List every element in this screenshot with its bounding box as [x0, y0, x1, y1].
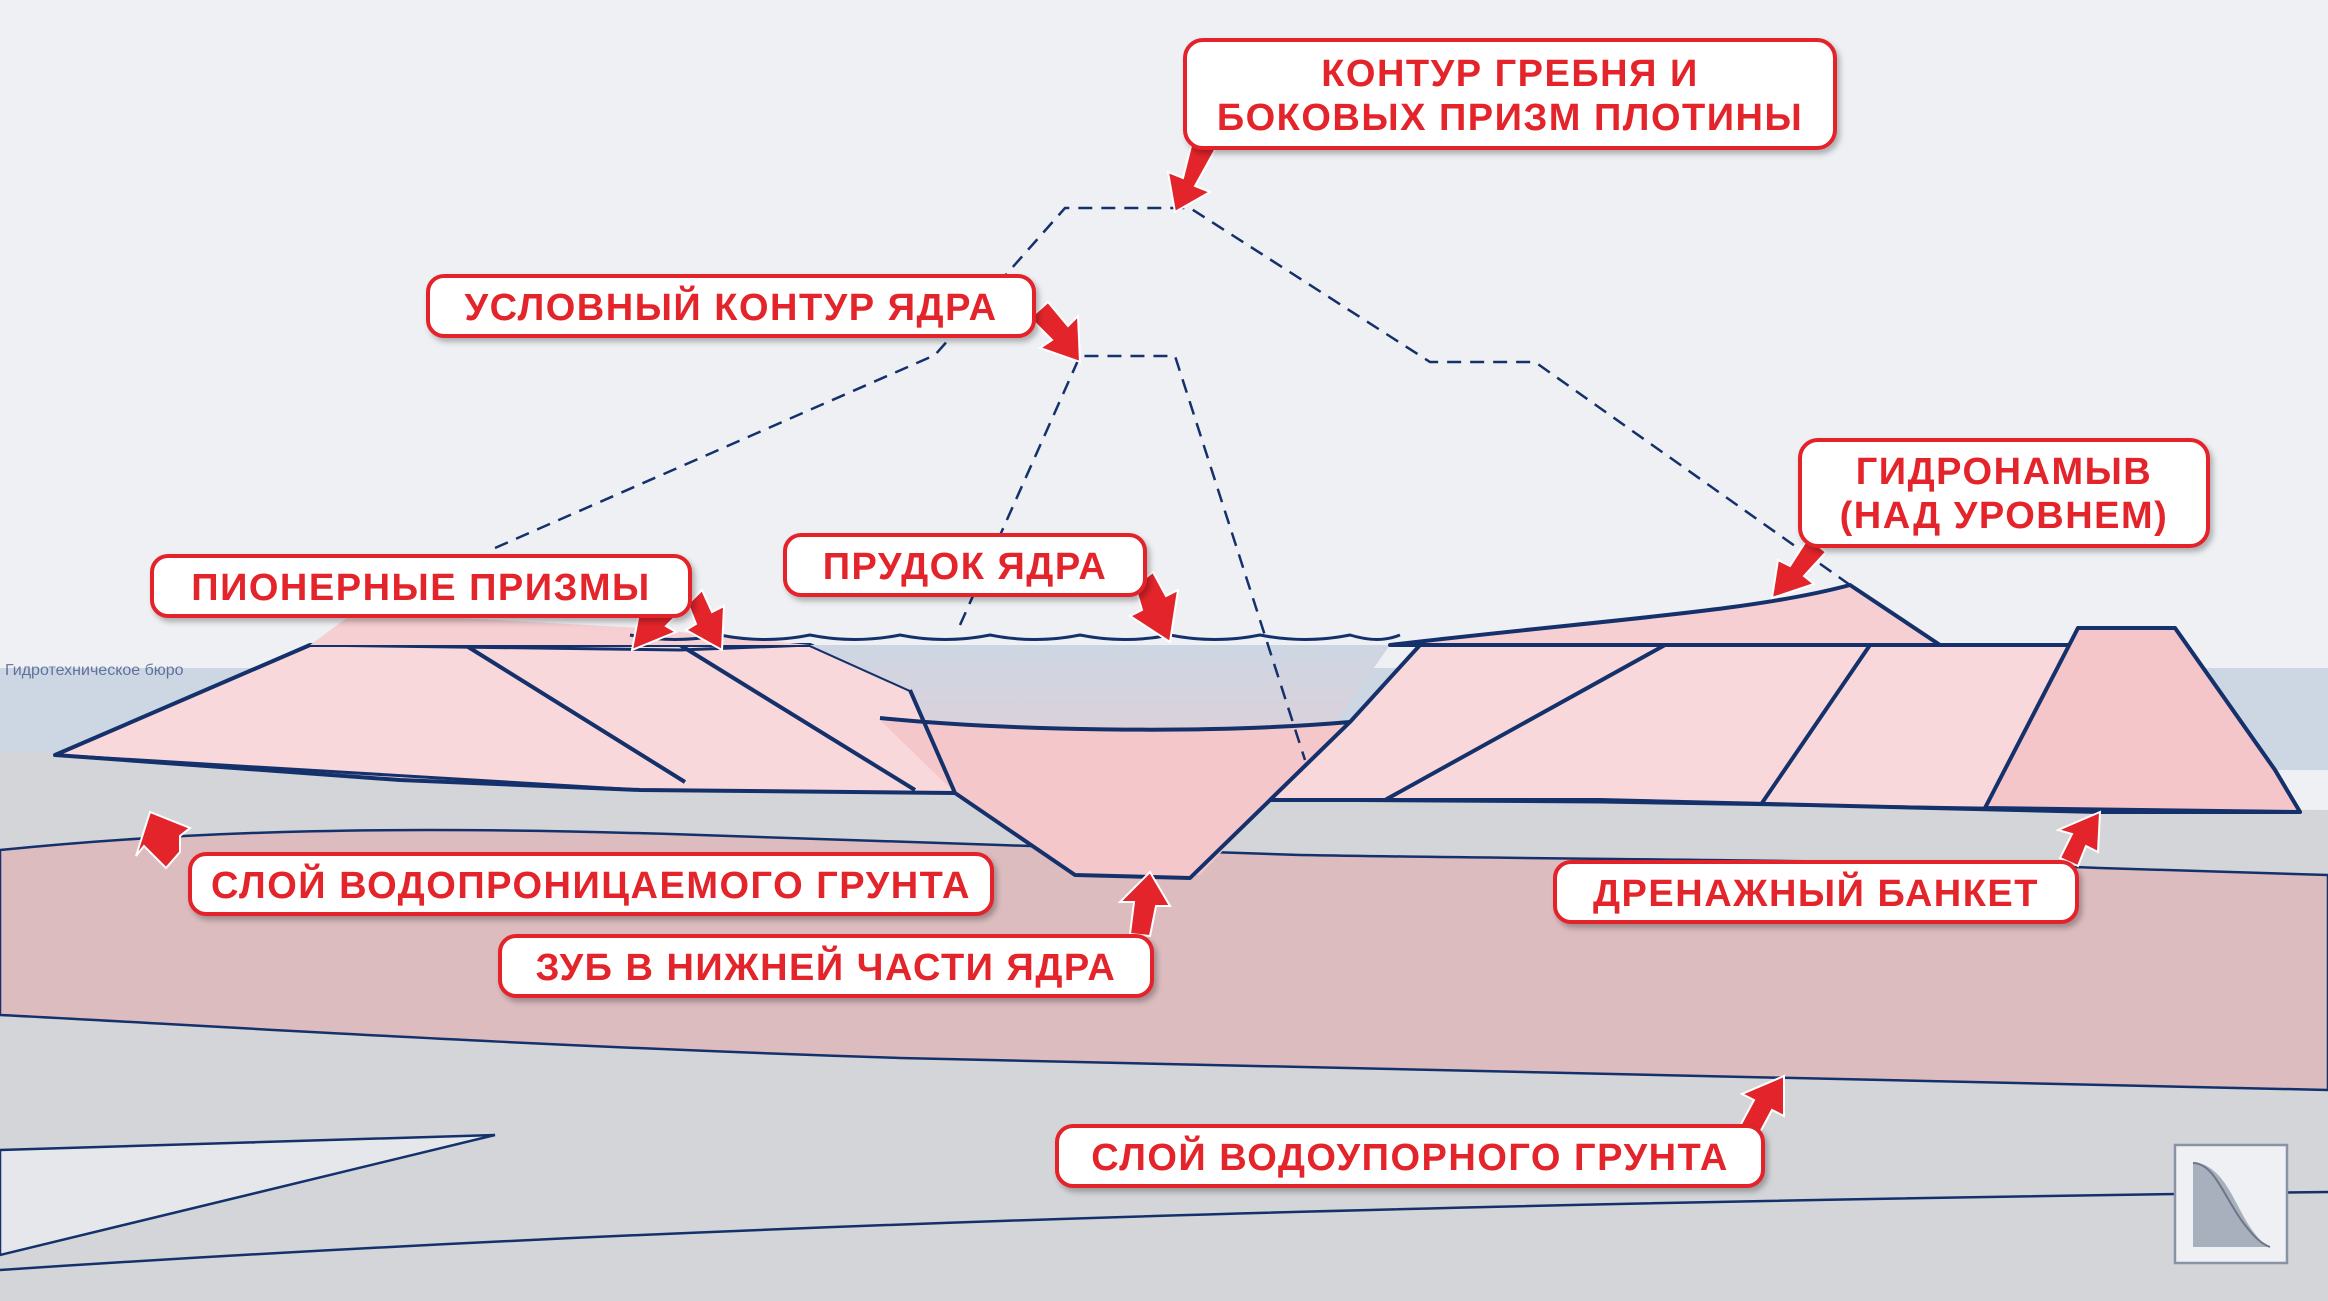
svg-text:ЗУБ В НИЖНЕЙ ЧАСТИ ЯДРА: ЗУБ В НИЖНЕЙ ЧАСТИ ЯДРА — [536, 944, 1117, 989]
label-impervious-layer: СЛОЙ ВОДОУПОРНОГО ГРУНТА — [1055, 1124, 1765, 1188]
arrow-core-contour-icon — [1028, 300, 1082, 364]
lower-ground-wedge — [0, 1133, 496, 1257]
label-crest-line2: БОКОВЫХ ПРИЗМ ПЛОТИНЫ — [1217, 97, 1803, 139]
label-hydro-line1: ГИДРОНАМЫВ — [1856, 451, 2153, 493]
svg-text:ДРЕНАЖНЫЙ БАНКЕТ: ДРЕНАЖНЫЙ БАНКЕТ — [1593, 870, 2039, 915]
label-crest-line1: КОНТУР ГРЕБНЯ И — [1321, 53, 1699, 95]
left-pioneer-top — [310, 612, 810, 645]
label-pioneer-prisms: ПИОНЕРНЫЕ ПРИЗМЫ — [150, 554, 692, 618]
label-crest-contour: КОНТУР ГРЕБНЯ И БОКОВЫХ ПРИЗМ ПЛОТИНЫ — [1183, 38, 1837, 150]
hydro-fill-above-level — [1388, 583, 1942, 647]
svg-text:ПРУДОК ЯДРА: ПРУДОК ЯДРА — [823, 546, 1108, 588]
pond-water-line — [629, 633, 1401, 641]
ground-surface-line — [54, 753, 2301, 814]
label-hydro-line2: (НАД УРОВНЕМ) — [1840, 495, 2169, 537]
arrow-drain-icon — [2055, 810, 2102, 868]
arrow-hydro-icon — [1770, 536, 1828, 600]
arrow-crest-icon — [1166, 136, 1217, 214]
svg-text:СЛОЙ ВОДОПРОНИЦАЕМОГО ГРУНТА: СЛОЙ ВОДОПРОНИЦАЕМОГО ГРУНТА — [211, 862, 971, 907]
slope-curve-logo-icon — [2173, 1143, 2289, 1265]
core-body — [880, 720, 1350, 878]
label-drain-bank: ДРЕНАЖНЫЙ БАНКЕТ — [1553, 860, 2079, 924]
arrow-permeable-icon — [135, 810, 192, 870]
bedrock-line — [0, 1190, 2328, 1272]
arrow-impervious-icon — [1738, 1074, 1785, 1138]
label-hydro-fill: ГИДРОНАМЫВ (НАД УРОВНЕМ) — [1798, 438, 2210, 548]
svg-text:УСЛОВНЫЙ КОНТУР ЯДРА: УСЛОВНЫЙ КОНТУР ЯДРА — [464, 284, 997, 329]
svg-text:ПИОНЕРНЫЕ ПРИЗМЫ: ПИОНЕРНЫЕ ПРИЗМЫ — [191, 567, 651, 609]
arrow-pioneer-right-icon — [684, 588, 726, 652]
watermark-text: Гидротехническое бюро — [5, 662, 184, 679]
label-core-pond: ПРУДОК ЯДРА — [783, 533, 1147, 597]
label-permeable-layer: СЛОЙ ВОДОПРОНИЦАЕМОГО ГРУНТА — [188, 852, 994, 916]
arrow-tooth-icon — [1117, 870, 1172, 938]
label-core-contour: УСЛОВНЫЙ КОНТУР ЯДРА — [426, 274, 1036, 338]
svg-text:СЛОЙ ВОДОУПОРНОГО ГРУНТА: СЛОЙ ВОДОУПОРНОГО ГРУНТА — [1091, 1134, 1729, 1179]
core-contour-dashed — [958, 354, 1307, 761]
label-core-tooth: ЗУБ В НИЖНЕЙ ЧАСТИ ЯДРА — [498, 934, 1154, 998]
